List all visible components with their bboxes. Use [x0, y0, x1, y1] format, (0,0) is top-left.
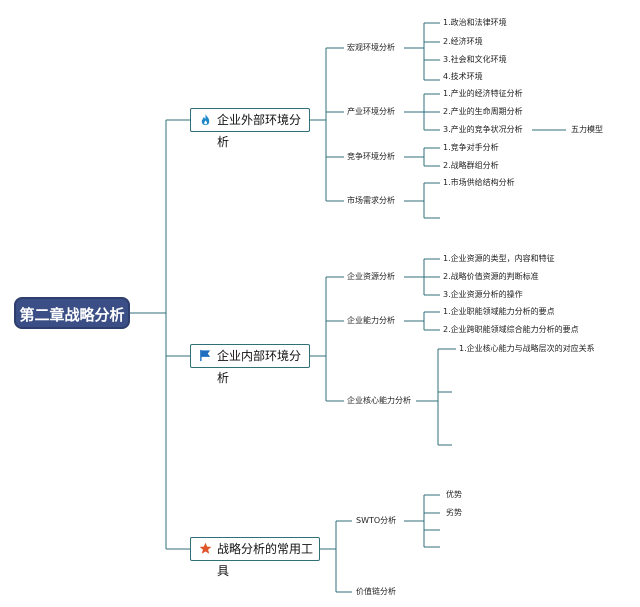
root-node[interactable]: 第二章战略分析: [14, 297, 130, 329]
leaf-item[interactable]: 劣势: [446, 508, 462, 517]
subtopic-market-demand[interactable]: 市场需求分析: [347, 196, 395, 205]
subtopic-capability-analysis[interactable]: 企业能力分析: [347, 316, 395, 325]
subtopic-value-chain[interactable]: 价值链分析: [356, 587, 396, 596]
leaf-item[interactable]: 1.市场供给结构分析: [443, 178, 515, 187]
leaf-item[interactable]: 1.竞争对手分析: [443, 143, 499, 152]
subtopic-core-capability[interactable]: 企业核心能力分析: [347, 396, 411, 405]
leaf-item[interactable]: 2.战略价值资源的判断标准: [443, 272, 539, 281]
leaf-item[interactable]: 1.企业核心能力与战略层次的对应关系: [459, 344, 595, 353]
leaf-item[interactable]: 1.政治和法律环境: [443, 18, 507, 27]
flag-icon: [200, 349, 211, 362]
star-icon: [199, 542, 212, 554]
leaf-item[interactable]: 3.产业的竞争状况分析: [443, 125, 523, 134]
branch-label: 企业外部环境分析: [217, 113, 302, 149]
leaf-item[interactable]: 4.技术环境: [443, 72, 483, 81]
leaf-item[interactable]: 1.企业资源的类型，内容和特征: [443, 254, 555, 263]
subtopic-macro-environment[interactable]: 宏观环境分析: [347, 43, 395, 52]
leaf-item[interactable]: 2.企业跨职能领域综合能力分析的要点: [443, 325, 579, 334]
leaf-item[interactable]: 3.企业资源分析的操作: [443, 290, 523, 299]
leaf-item[interactable]: 3.社会和文化环境: [443, 55, 507, 64]
flame-icon: [201, 113, 210, 126]
branch-label: 战略分析的常用工具: [217, 542, 314, 578]
leaf-item[interactable]: 2.战略群组分析: [443, 161, 499, 170]
branch-label: 企业内部环境分析: [217, 349, 302, 385]
subtopic-competitive-environment[interactable]: 竞争环境分析: [347, 152, 395, 161]
subtopic-industry-environment[interactable]: 产业环境分析: [347, 107, 395, 116]
leaf-item[interactable]: 1.产业的经济特征分析: [443, 89, 523, 98]
leaf-item[interactable]: 2.经济环境: [443, 37, 483, 46]
leaf-item[interactable]: 2.产业的生命周期分析: [443, 107, 523, 116]
leaf-five-forces[interactable]: 五力模型: [571, 125, 603, 134]
leaf-item[interactable]: 1.企业职能领域能力分析的要点: [443, 307, 555, 316]
subtopic-swot-analysis[interactable]: SWTO分析: [356, 516, 397, 525]
subtopic-resource-analysis[interactable]: 企业资源分析: [347, 272, 395, 281]
branch-analysis-tools[interactable]: 战略分析的常用工具: [190, 537, 320, 578]
branch-external-environment[interactable]: 企业外部环境分析: [190, 108, 310, 149]
leaf-item[interactable]: 优势: [446, 490, 462, 499]
branch-internal-environment[interactable]: 企业内部环境分析: [190, 344, 310, 385]
